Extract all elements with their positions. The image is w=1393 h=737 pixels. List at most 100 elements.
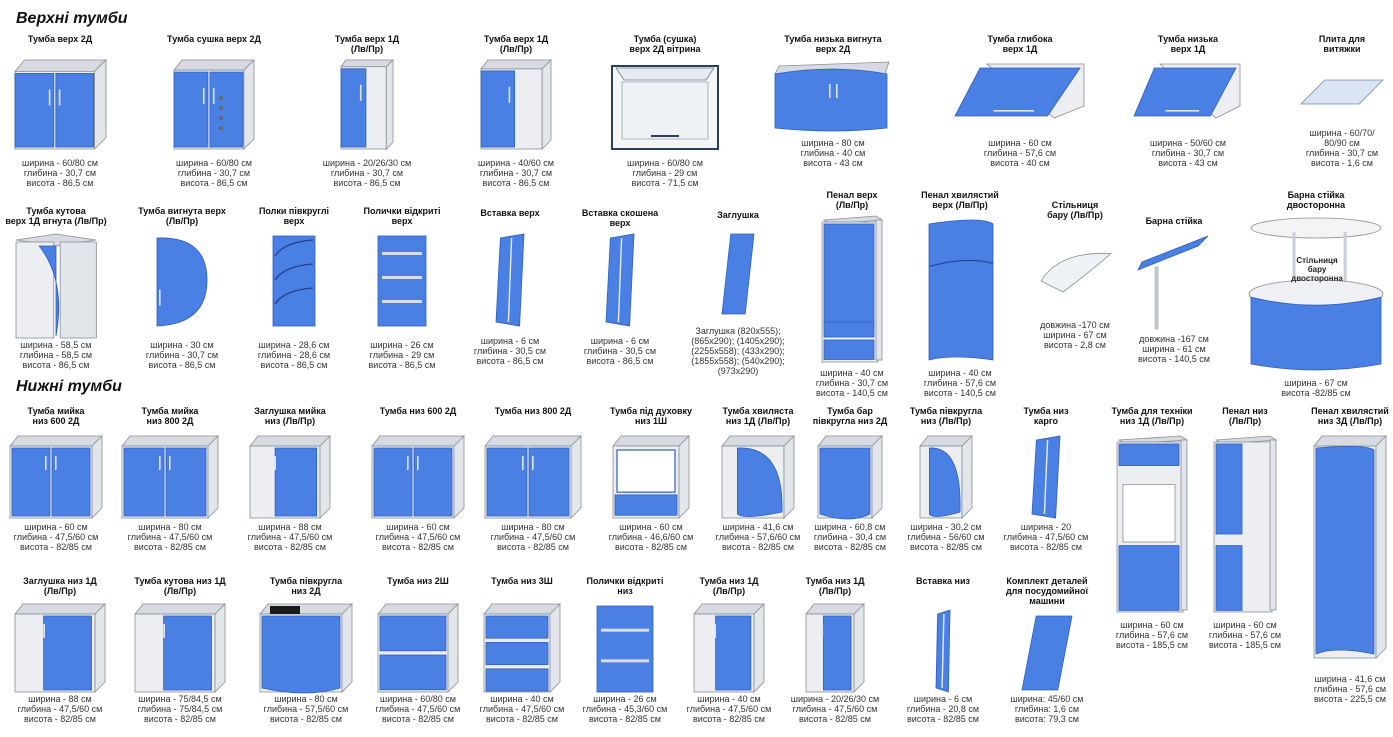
lower-item-specs: ширина - 88 см глибина - 47,5/60 см висо…: [247, 522, 333, 552]
upper-item-name: Барна стійка: [1145, 216, 1203, 226]
upper-item-name: Полки півкруглі верх: [258, 206, 330, 226]
lower-cabinet-illustration: [1213, 435, 1278, 613]
upper-cabinet-illustration: [272, 235, 316, 327]
upper-item-specs: ширина - 67 см висота -82/85 см: [1281, 378, 1351, 398]
upper-item-name: Тумба (сушка) верх 2Д вітрина: [629, 34, 701, 54]
upper-item-name: Пенал хвилястий верх (Лв/Пр): [921, 190, 999, 210]
lower-item[interactable]: Тумба бар півкругла низ 2Д ширина - 60,8 …: [795, 406, 905, 552]
lower-cabinet-illustration: [14, 603, 106, 693]
upper-item-name: Тумба глибока верх 1Д: [987, 34, 1053, 54]
lower-item-specs: ширина - 60,8 см глибина - 30,4 см висот…: [813, 522, 887, 552]
lower-item-name: Тумба бар півкругла низ 2Д: [812, 406, 888, 426]
lower-item-specs: ширина - 60 см глибина - 47,5/60 см висо…: [375, 522, 461, 552]
lower-cabinet-illustration: [9, 435, 103, 519]
lower-item[interactable]: Заглушка мийка низ (Лв/Пр)ширина - 88 см…: [235, 406, 345, 552]
lower-item-specs: ширина - 60 см глибина - 46,6/60 см висо…: [608, 522, 694, 552]
lower-cabinet-illustration: [817, 435, 883, 520]
lower-item-specs: ширина - 41,6 см глибина - 57,6/60 см ви…: [715, 522, 801, 552]
lower-item-name: Тумба мийка низ 800 2Д: [141, 406, 199, 426]
lower-cabinet-illustration: [693, 603, 765, 693]
upper-item[interactable]: Пенал верх (Лв/Пр)ширина - 40 см глибина…: [797, 190, 907, 398]
lower-item[interactable]: Тумба низ 3Ш ширина - 40 см глибина - 47,…: [467, 576, 577, 724]
lower-cabinet-illustration: [249, 435, 331, 519]
upper-item-name: Полички відкриті верх: [363, 206, 441, 226]
lower-item-name: Тумба для техніки низ 1Д (Лв/Пр): [1111, 406, 1193, 426]
upper-item[interactable]: Тумба вигнута верх (Лв/Пр)ширина - 30 см…: [127, 206, 237, 370]
lower-item-name: Пенал хвилястий низ 3Д (Лв/Пр): [1311, 406, 1389, 426]
lower-item[interactable]: Пенал хвилястий низ 3Д (Лв/Пр) ширина - 4…: [1295, 406, 1393, 704]
lower-item[interactable]: Комплект деталей для посудомийної машини…: [992, 576, 1102, 724]
upper-item[interactable]: Стільниця бару (Лв/Пр) довжина -170 см ши…: [1020, 200, 1130, 350]
lower-cabinet-illustration: [596, 605, 654, 693]
door-panel: [822, 615, 852, 691]
upper-item-specs: довжина -170 см ширина - 67 см висота - …: [1040, 320, 1110, 350]
lower-item-specs: ширина - 6 см глибина - 20,8 см висота -…: [906, 694, 980, 724]
lower-item-specs: ширина - 30,2 см глибина - 56/60 см висо…: [907, 522, 985, 552]
lower-item[interactable]: Тумба кутова низ 1Д (Лв/Пр)ширина - 75/8…: [125, 576, 235, 724]
upper-cabinet-illustration: [928, 219, 994, 361]
upper-item-specs: ширина - 30 см глибина - 30,7 см висота …: [145, 340, 219, 370]
door-panel: [528, 447, 570, 517]
lower-item-specs: ширина - 60 см глибина - 57,6 см висота …: [1208, 620, 1282, 650]
upper-item-specs: ширина - 60/80 см глибина - 30,7 см висо…: [176, 158, 252, 188]
upper-item-specs: ширина - 6 см глибина - 30,5 см висота -…: [473, 336, 547, 366]
lower-item-name: Тумба низ 3Ш: [491, 576, 553, 586]
upper-item-name: Стільниця бару (Лв/Пр): [1047, 200, 1103, 220]
upper-item-specs: ширина - 26 см глибина - 29 см висота - …: [368, 340, 436, 370]
upper-item[interactable]: Тумба верх 1Д (Лв/Пр)ширина - 40/60 см г…: [461, 34, 571, 188]
door-panel: [413, 447, 453, 517]
upper-cabinet-illustration: [1248, 217, 1384, 371]
door-panel: [823, 223, 875, 327]
upper-item-name: Тумба верх 1Д (Лв/Пр): [334, 34, 400, 54]
lower-item-specs: ширина - 40 см глибина - 47,5/60 см висо…: [686, 694, 772, 724]
door-panel: [379, 615, 447, 652]
lower-item[interactable]: Тумба півкругла низ (Лв/Пр)ширина - 30,2…: [891, 406, 1001, 552]
lower-item[interactable]: Тумба півкругла низ 2Д ширина - 80 см гли…: [251, 576, 361, 724]
lower-item[interactable]: Заглушка низ 1Д (Лв/Пр)ширина - 88 см гл…: [5, 576, 115, 724]
upper-item[interactable]: Полички відкриті верх ширина - 26 см глиб…: [347, 206, 457, 370]
lower-item-name: Тумба низ карго: [1023, 406, 1069, 426]
upper-cabinet-illustration: [340, 59, 394, 150]
lower-item[interactable]: Тумба хвиляста низ 1Д (Лв/Пр)ширина - 41…: [703, 406, 813, 552]
door-panel: [165, 447, 207, 517]
upper-item[interactable]: Тумба кутова верх 1Д вгнута (Лв/Пр)ширин…: [1, 206, 111, 370]
lower-item-name: Заглушка низ 1Д (Лв/Пр): [23, 576, 97, 596]
upper-cabinet-illustration: [1133, 63, 1241, 119]
upper-item[interactable]: Пенал хвилястий верх (Лв/Пр)ширина - 40 …: [905, 190, 1015, 398]
lower-item[interactable]: Тумба низ 1Д (Лв/Пр)ширина - 20/26/30 см…: [780, 576, 890, 724]
lower-item-specs: ширина - 41,6 см глибина - 57,6 см висот…: [1313, 674, 1387, 704]
upper-section-title: Верхні тумби: [16, 10, 128, 27]
lower-item-specs: ширина - 80 см глибина - 57,5/60 см висо…: [263, 694, 349, 724]
lower-cabinet-illustration: [1116, 435, 1189, 613]
lower-item-name: Тумба півкругла низ 2Д: [269, 576, 343, 596]
lower-item[interactable]: Тумба для техніки низ 1Д (Лв/Пр)ширина -…: [1097, 406, 1207, 650]
upper-item[interactable]: Тумба верх 1Д (Лв/Пр)ширина - 20/26/30 с…: [312, 34, 422, 188]
lower-item[interactable]: Тумба низ 1Д (Лв/Пр)ширина - 40 см глиби…: [674, 576, 784, 724]
lower-item-specs: ширина - 40 см глибина - 47,5/60 см висо…: [479, 694, 565, 724]
upper-item[interactable]: Тумба глибока верх 1Д ширина - 60 см глиб…: [953, 34, 1088, 168]
lower-item[interactable]: Пенал низ (Лв/Пр)ширина - 60 см глибина …: [1190, 406, 1300, 650]
upper-item-specs: ширина - 60 см глибина - 57,6 см висота …: [983, 138, 1057, 168]
upper-cabinet-illustration: [774, 61, 890, 132]
